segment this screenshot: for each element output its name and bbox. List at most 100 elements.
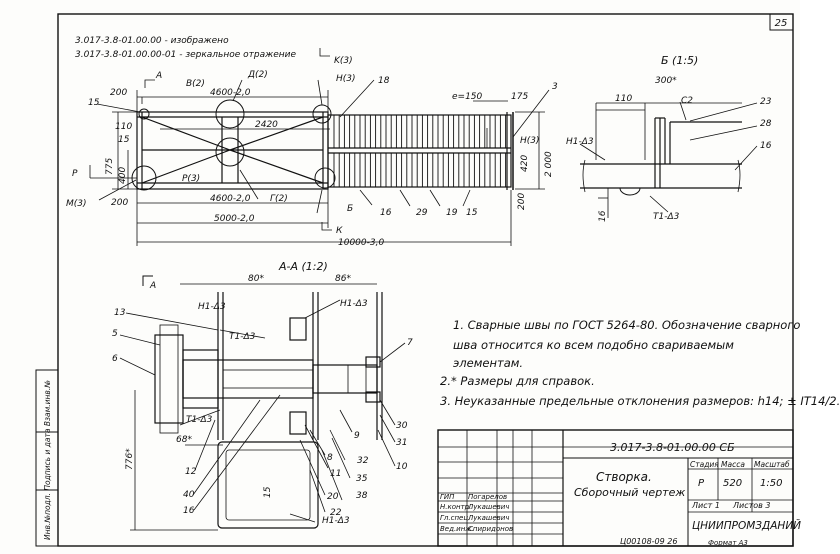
section-aa-dim-776: 776* xyxy=(125,448,135,470)
section-a-marker: A xyxy=(155,71,162,81)
drawing-sheet: { "page_number": "25", "header_notes": [… xyxy=(35,13,840,547)
dim-4600-bottom: 4600-2,0 xyxy=(210,194,251,204)
callout-8: 8 xyxy=(327,453,333,463)
detail-b-title: Б (1:5) xyxy=(661,54,698,67)
detail-b-dim-300: 300* xyxy=(655,76,677,86)
organization: ЦНИИПРОМЗДАНИЙ xyxy=(692,520,802,532)
view-d-label: Д(2) xyxy=(247,70,268,80)
dim-420: 420 xyxy=(520,155,530,172)
detail-b-dim-110: 110 xyxy=(615,94,632,104)
note-line-4: 2.* Размеры для справок. xyxy=(440,374,595,388)
callout-18: 18 xyxy=(378,76,390,86)
callout-20: 20 xyxy=(327,492,339,502)
plan-labels: A В(2) Д(2) K(3) Н(3) Н(3) М(3) Г(2) Р(3… xyxy=(66,56,558,248)
plan-view xyxy=(131,99,514,191)
note-line-1: 1. Сварные швы по ГОСТ 5264-80. Обозначе… xyxy=(453,318,801,332)
callout-29: 29 xyxy=(416,208,428,218)
dim-10000: 10000-3,0 xyxy=(338,238,384,248)
detail-b-c2: С2 xyxy=(681,96,693,106)
page-number: 25 xyxy=(775,18,788,29)
dim-e150: е=150 xyxy=(452,92,483,102)
detail-b-callout-28: 28 xyxy=(760,119,772,129)
callout-19: 19 xyxy=(446,208,458,218)
doc-code: 3.017-3.8-01.00.00 СБ xyxy=(610,441,735,454)
callout-35: 35 xyxy=(356,474,368,484)
detail-b xyxy=(579,101,758,218)
title-block xyxy=(437,429,794,547)
dim-200-right: 200 xyxy=(517,193,527,210)
name-4: Спиридонов xyxy=(468,525,514,533)
detail-b-callout-16: 16 xyxy=(760,141,772,151)
section-aa-title: А-А (1:2) xyxy=(278,260,328,273)
dim-4600-top: 4600-2,0 xyxy=(210,88,251,98)
k-marker: К xyxy=(336,226,343,236)
detail-b-dim-16: 16 xyxy=(598,210,608,222)
note-line-5: 3. Неуказанные предельные отклонения раз… xyxy=(440,394,840,408)
section-aa-marker: A xyxy=(149,281,156,291)
callout-40: 40 xyxy=(183,490,195,500)
dim-400: 400 xyxy=(118,167,128,184)
name-1: Погарелов xyxy=(468,493,508,501)
dim-5000: 5000-2,0 xyxy=(214,214,255,224)
section-aa-dim-80: 80* xyxy=(248,274,264,284)
col-mass: Масса xyxy=(721,460,745,469)
name-2: Лукашевич xyxy=(468,503,510,511)
role-4: Вед.инж. xyxy=(440,525,474,533)
role-2: Н.контр. xyxy=(440,503,472,511)
detail-b-weld-2: Т1-Δ3 xyxy=(653,212,680,222)
callout-5: 5 xyxy=(112,329,118,339)
section-aa-dim-68: 68* xyxy=(176,435,192,445)
header-note-1: 3.017-3.8-01.00.00 - изображено xyxy=(75,36,229,46)
dim-110: 110 xyxy=(115,122,132,132)
sheet-number: Лист 1 xyxy=(692,501,720,510)
callout-12: 12 xyxy=(185,467,197,477)
callout-32: 32 xyxy=(357,456,369,466)
note-line-3: элементам. xyxy=(453,356,524,370)
section-aa-labels: А-А (1:2) A 80* 86* 776* 68* 15 Н1-Δ3 Т1… xyxy=(112,260,413,526)
detail-b-labels: Б (1:5) 300* 110 С2 16 23 28 16 Н1-Δ3 Т1… xyxy=(566,54,772,222)
bottom-format: Формат А3 xyxy=(708,539,748,547)
section-aa-weld-4: Т1-Δ3 xyxy=(186,415,213,425)
view-k-label: K(3) xyxy=(334,56,353,66)
section-aa-weld-2: Т1-Δ3 xyxy=(229,332,256,342)
dim-200-bottom: 200 xyxy=(111,198,128,208)
dim-15-left: 15 xyxy=(118,135,130,145)
plan-dimensions xyxy=(89,48,550,246)
callout-10: 10 xyxy=(396,462,408,472)
sheet-frame xyxy=(57,13,794,547)
header-note-2: 3.017-3.8-01.00.00-01 - зеркальное отраж… xyxy=(75,50,297,60)
callout-30: 30 xyxy=(396,421,408,431)
detail-b-callout-23: 23 xyxy=(760,97,772,107)
dim-175: 175 xyxy=(511,92,528,102)
node-g-label: Г(2) xyxy=(270,194,288,204)
node-m-label: М(3) xyxy=(66,199,87,209)
side-stamp-text: Инв.№подл. Подпись и дата Взам.инв.№ xyxy=(43,380,52,540)
col-stage: Стадия xyxy=(690,460,719,469)
side-stamp-strip xyxy=(35,369,59,547)
dim-775: 775 xyxy=(105,158,115,175)
dim-2000: 2 000 xyxy=(544,151,554,177)
callout-16: 16 xyxy=(380,208,392,218)
node-n-right-label: Н(3) xyxy=(520,136,540,146)
callout-9: 9 xyxy=(354,431,360,441)
p-arrow-label: Р xyxy=(72,169,78,179)
sheet-count: Листов 3 xyxy=(733,501,771,510)
note-line-2: шва относится ко всем подобно свариваемы… xyxy=(453,338,734,352)
callout-7: 7 xyxy=(407,338,413,348)
b-marker: Б xyxy=(347,204,353,214)
callout-13: 13 xyxy=(114,308,126,318)
section-aa xyxy=(119,275,406,531)
section-aa-dim-15: 15 xyxy=(263,486,273,498)
callout-3: 3 xyxy=(552,82,558,92)
stage-value: Р xyxy=(698,478,705,489)
bottom-code: Ц00108-09 26 xyxy=(620,537,678,546)
callout-6: 6 xyxy=(112,354,118,364)
page-number-box xyxy=(769,13,794,31)
callout-22: 22 xyxy=(330,508,342,518)
role-3: Гл.спец. xyxy=(440,514,471,522)
doc-name: Створка. xyxy=(596,470,652,484)
view-b-label: В(2) xyxy=(186,79,205,89)
fence-bars xyxy=(333,115,507,187)
role-1: ГИП xyxy=(440,493,455,501)
doc-type: Сборочный чертеж xyxy=(574,486,686,499)
